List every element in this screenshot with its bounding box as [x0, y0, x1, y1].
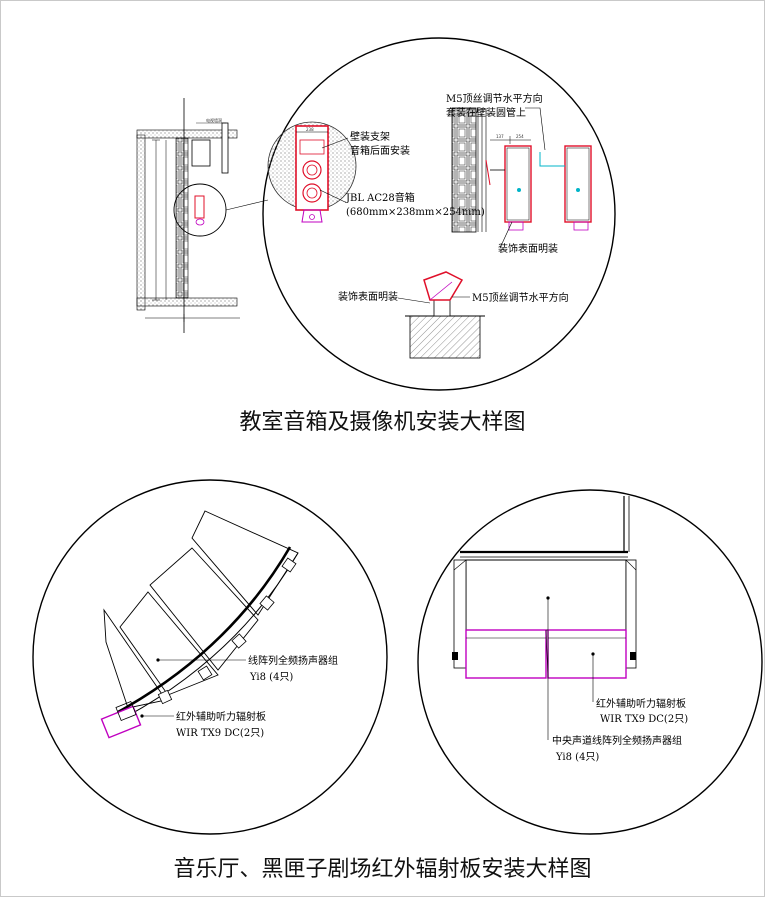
- note-bracket-2: 音箱后面安装: [350, 144, 410, 157]
- speaker-front-view: 238: [267, 121, 357, 223]
- figure-2-caption: 音乐厅、黑匣子剧场红外辐射板安装大样图: [173, 857, 592, 882]
- note-surface-1: 装饰表面明装: [498, 242, 558, 255]
- detail-circle-2-right: 红外辅助听力辐射板 WIR TX9 DC(2只) 中央声道线阵列全频扬声器组 Y…: [417, 489, 763, 835]
- center-array-speaker: [465, 559, 627, 631]
- right-label-ir-2: WIR TX9 DC(2只): [600, 714, 688, 725]
- left-label-array-1: 线阵列全频扬声器组: [248, 654, 338, 667]
- speaker-side-view: 137 254: [451, 107, 592, 233]
- dim-238: 238: [306, 127, 314, 132]
- ir-radiator-left: [100, 705, 142, 739]
- dim-137: 137: [496, 134, 504, 139]
- wall-section-drawing: 电视墙洞: [136, 98, 269, 333]
- left-label-ir-2: WIR TX9 DC(2只): [176, 728, 264, 739]
- note-speaker-1: JBL AC28音箱: [345, 191, 415, 204]
- ir-radiators-right: [452, 629, 636, 679]
- right-label-array-1: 中央声道线阵列全频扬声器组: [552, 734, 682, 747]
- note-bracket-1: 壁装支架: [350, 130, 390, 143]
- array-speaker-1: [191, 510, 299, 616]
- detail-label: 电视墙洞: [206, 117, 222, 123]
- note-m5-3: M5顶丝调节水平方向: [472, 291, 569, 304]
- dim-254: 254: [516, 134, 524, 139]
- note-speaker-2: (680mm×238mm×254mm): [346, 207, 485, 218]
- note-m5-1: M5顶丝调节水平方向: [446, 92, 543, 105]
- note-surface-2: 装饰表面明装: [338, 290, 398, 303]
- left-label-ir-1: 红外辅助听力辐射板: [176, 710, 266, 723]
- detail-circle-2-left: 线阵列全频扬声器组 Yi8 (4只) 红外辅助听力辐射板 WIR TX9 DC(…: [32, 479, 388, 835]
- figure-1-caption: 教室音箱及摄像机安装大样图: [239, 410, 526, 435]
- right-label-ir-1: 红外辅助听力辐射板: [596, 697, 686, 710]
- camera-mount-view: [405, 271, 485, 359]
- left-label-array-2: Yi8 (4只): [249, 672, 293, 683]
- note-m5-2: 套装在壁装圆管上: [446, 106, 526, 119]
- right-label-array-2: Yi8 (4只): [555, 752, 599, 763]
- detail-circle-1: 238 壁装支架 音箱后面安装 JBL AC28音箱 (680mm×238mm×…: [262, 37, 616, 391]
